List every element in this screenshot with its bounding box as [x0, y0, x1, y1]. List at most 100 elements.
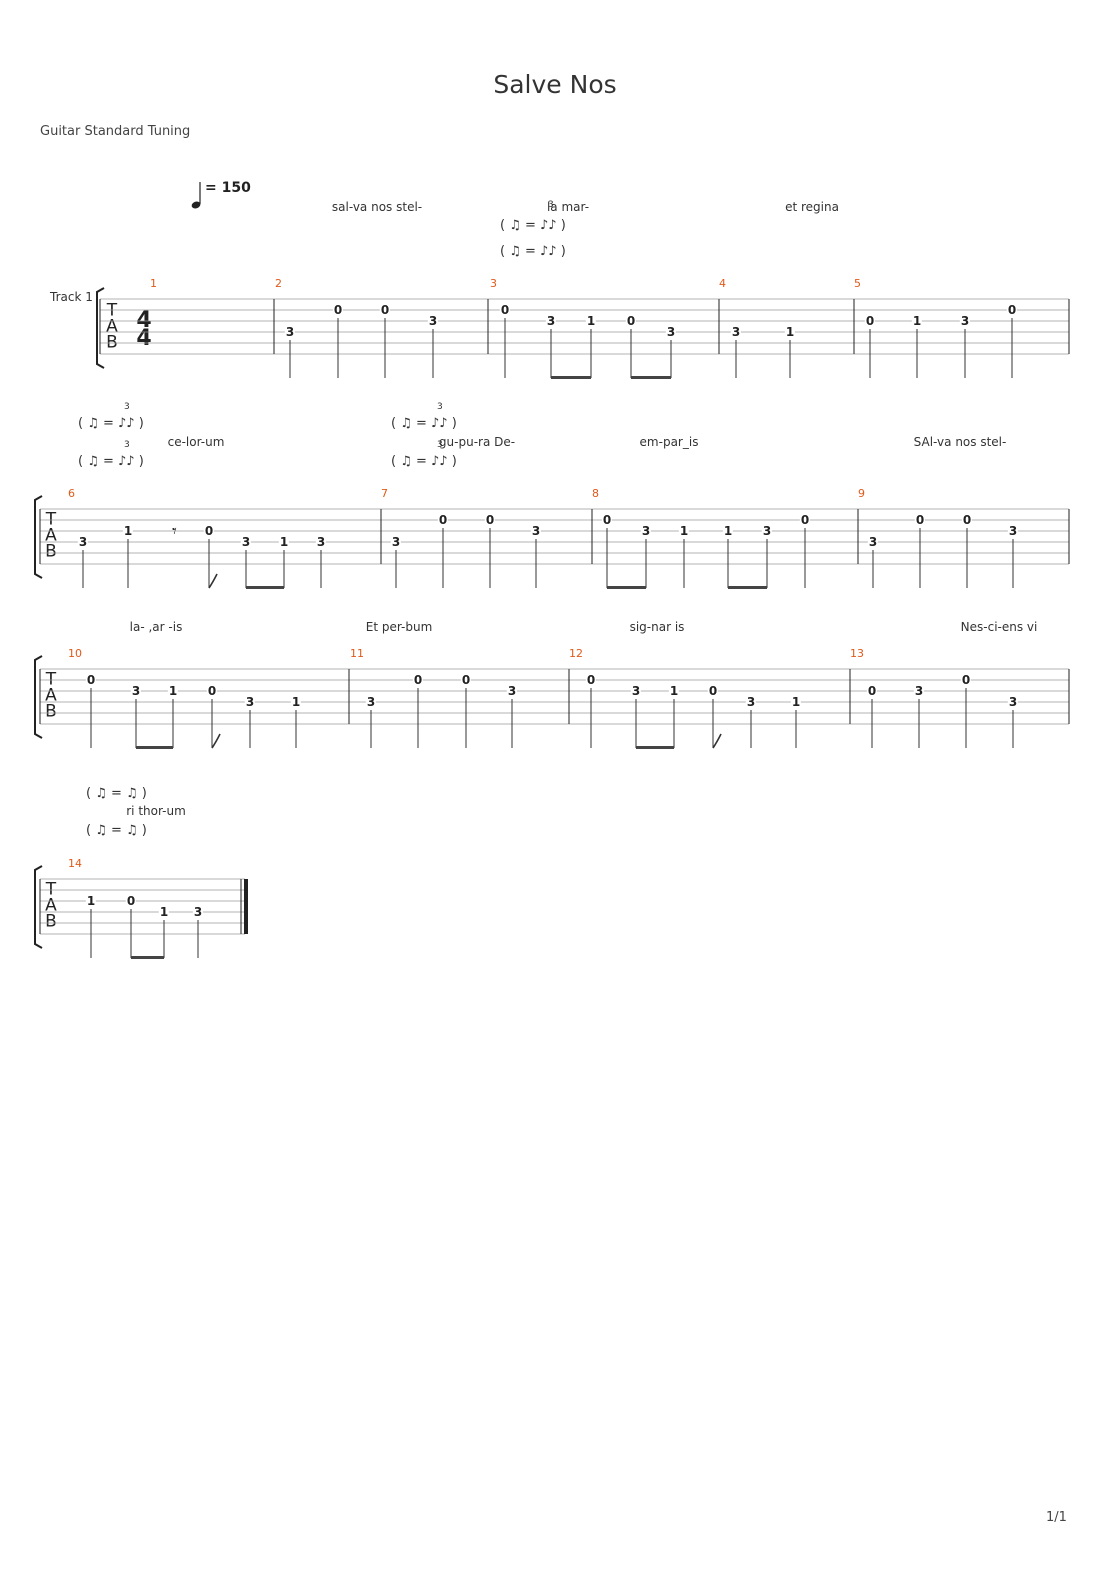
tab-clef-letter: B: [106, 332, 118, 353]
lyric: et regina: [785, 200, 839, 214]
fret-number: 3: [315, 535, 327, 549]
tab-clef-letter: T: [45, 879, 57, 900]
tab-clef-letter: B: [45, 911, 57, 932]
fret-number: 1: [911, 314, 923, 328]
fret-number: 0: [601, 513, 613, 527]
swing-feel-marking: ( ♫ = ♫ ): [86, 823, 147, 838]
measure-number: 1: [150, 277, 157, 290]
fret-number: 3: [244, 695, 256, 709]
fret-number: 1: [668, 684, 680, 698]
system-bracket: [34, 655, 43, 739]
measure-number: 11: [350, 647, 364, 660]
fret-number: 1: [585, 314, 597, 328]
tab-clef-letter: T: [106, 300, 118, 321]
fret-number: 0: [332, 303, 344, 317]
fret-number: 0: [499, 303, 511, 317]
measure-number: 2: [275, 277, 282, 290]
fret-number: 3: [913, 684, 925, 698]
fret-number: 1: [790, 695, 802, 709]
note-beam: [136, 746, 173, 749]
swing-feel-marking: ( ♫ = ♪♪ ): [78, 416, 144, 431]
fret-number: 3: [640, 524, 652, 538]
measure-number: 14: [68, 857, 82, 870]
tuplet-number: 3: [548, 200, 554, 210]
fret-number: 0: [625, 314, 637, 328]
fret-number: 3: [959, 314, 971, 328]
lyric: Nes-ci-ens vi: [960, 620, 1038, 634]
note-beam: [246, 586, 284, 589]
lyric: em-par_is: [639, 435, 699, 449]
fret-number: 3: [506, 684, 518, 698]
fret-number: 3: [390, 535, 402, 549]
time-signature-bottom: 4: [136, 326, 152, 351]
fret-number: 1: [290, 695, 302, 709]
tab-clef-letter: A: [106, 316, 118, 337]
system-bracket: [34, 865, 43, 949]
swing-feel-marking: ( ♫ = ♪♪ ): [391, 454, 457, 469]
swing-feel-marking: ( ♫ = ♫ ): [86, 786, 147, 801]
tempo-note-icon: [191, 182, 201, 209]
swing-feel-marking: ( ♫ = ♪♪ ): [391, 416, 457, 431]
measure-number: 7: [381, 487, 388, 500]
fret-number: 0: [799, 513, 811, 527]
fret-number: 0: [206, 684, 218, 698]
lyric: gu-pu-ra De-: [438, 435, 516, 449]
track-label: Track 1: [50, 290, 93, 304]
fret-number: 3: [530, 524, 542, 538]
note-beam: [551, 376, 591, 379]
fret-number: 0: [125, 894, 137, 908]
note-beam: [131, 956, 164, 959]
fret-number: 0: [961, 513, 973, 527]
tuplet-number: 3: [437, 402, 443, 412]
fret-number: 3: [365, 695, 377, 709]
swing-feel-marking: ( ♫ = ♪♪ ): [500, 218, 566, 233]
fret-number: 0: [960, 673, 972, 687]
measure-number: 9: [858, 487, 865, 500]
tuplet-number: 3: [124, 440, 130, 450]
fret-number: 3: [867, 535, 879, 549]
fret-number: 0: [85, 673, 97, 687]
tab-clef-letter: A: [45, 525, 57, 546]
lyric: sig-nar is: [629, 620, 685, 634]
lyric: ce-lor-um: [167, 435, 225, 449]
fret-number: 0: [864, 314, 876, 328]
fret-number: 0: [437, 513, 449, 527]
eighth-flag-icon: [712, 733, 722, 749]
lyric: sal-va nos stel-: [331, 200, 423, 214]
tab-clef-letter: A: [45, 895, 57, 916]
fret-number: 3: [192, 905, 204, 919]
lyric: SAl-va nos stel-: [913, 435, 1007, 449]
measure-number: 4: [719, 277, 726, 290]
note-beam: [728, 586, 767, 589]
tuning-label: Guitar Standard Tuning: [40, 124, 191, 139]
fret-number: 0: [1006, 303, 1018, 317]
fret-number: 0: [379, 303, 391, 317]
fret-number: 3: [77, 535, 89, 549]
eighth-rest-icon: 𝄾: [172, 521, 177, 542]
measure-number: 10: [68, 647, 82, 660]
swing-feel-marking: ( ♫ = ♪♪ ): [78, 454, 144, 469]
fret-number: 0: [203, 524, 215, 538]
fret-number: 1: [278, 535, 290, 549]
fret-number: 0: [585, 673, 597, 687]
tab-clef-letter: T: [45, 509, 57, 530]
fret-number: 0: [914, 513, 926, 527]
tempo-marking: = 150: [205, 180, 251, 196]
fret-number: 3: [1007, 695, 1019, 709]
fret-number: 1: [167, 684, 179, 698]
fret-number: 0: [866, 684, 878, 698]
lyric: ri thor-um: [126, 804, 186, 818]
tab-clef-letter: B: [45, 701, 57, 722]
fret-number: 3: [761, 524, 773, 538]
fret-number: 0: [460, 673, 472, 687]
fret-number: 3: [545, 314, 557, 328]
fret-number: 1: [722, 524, 734, 538]
lyric: la- ,ar -is: [129, 620, 183, 634]
fret-number: 0: [707, 684, 719, 698]
fret-number: 1: [85, 894, 97, 908]
fret-number: 1: [158, 905, 170, 919]
note-beam: [636, 746, 674, 749]
fret-number: 3: [284, 325, 296, 339]
fret-number: 0: [484, 513, 496, 527]
tab-clef-letter: T: [45, 669, 57, 690]
